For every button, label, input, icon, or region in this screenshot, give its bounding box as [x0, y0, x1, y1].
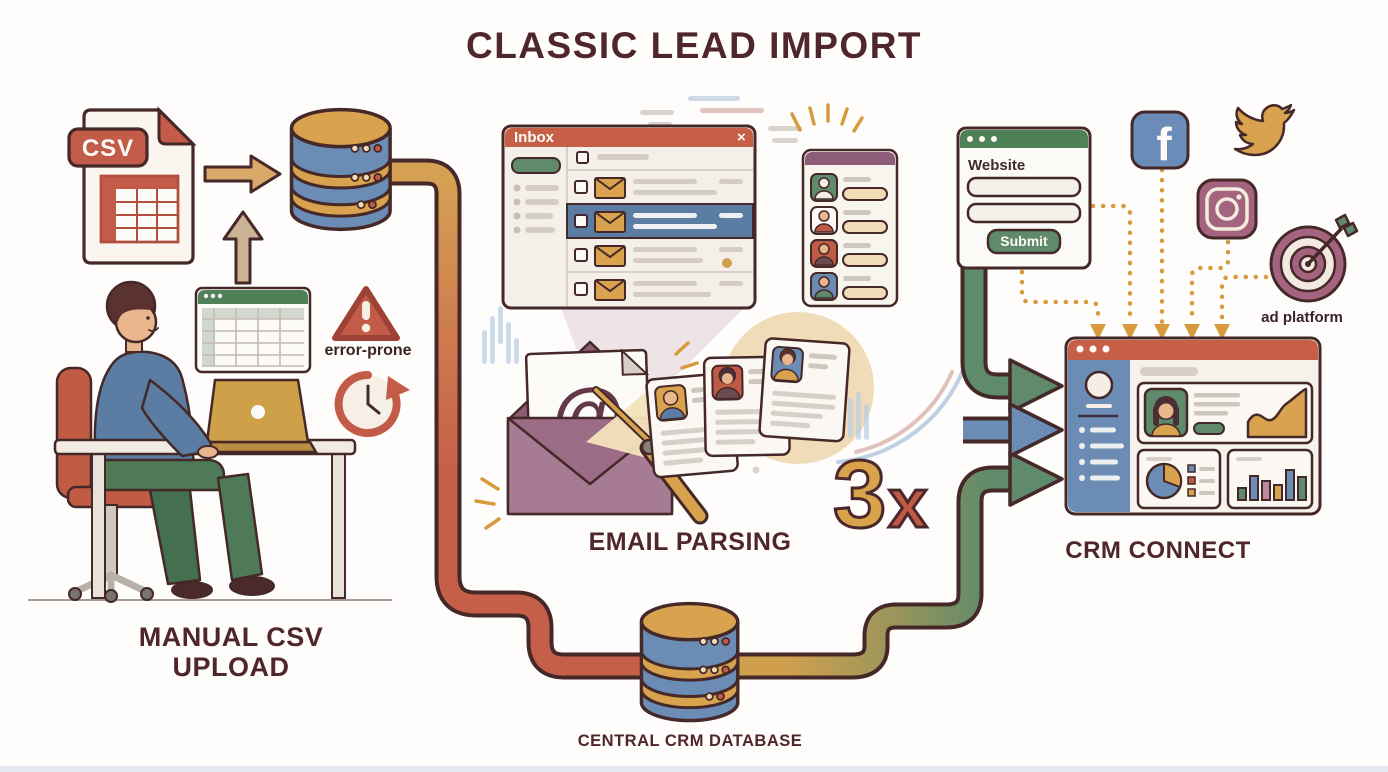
parsed-contact-cards: [645, 337, 851, 479]
pipe-manual-to-central: [390, 158, 642, 680]
form-input[interactable]: [966, 202, 1082, 224]
submit-button[interactable]: Submit: [986, 228, 1062, 255]
inbox-row: [574, 177, 743, 199]
crm-dashboard-window: [1064, 336, 1322, 516]
inbox-row: [574, 279, 743, 301]
arrow-right-icon: [203, 154, 282, 194]
contact-row: [810, 239, 888, 268]
warning-icon: [332, 286, 400, 341]
dashed-source-lines: [1019, 167, 1269, 325]
twitter-icon: [1233, 103, 1296, 157]
multiplier-times: x: [887, 464, 929, 542]
multiplier-number: 3: [831, 441, 887, 548]
arrow-up-icon: [222, 210, 264, 285]
contact-row: [810, 173, 888, 202]
form-input[interactable]: [966, 176, 1082, 198]
submit-button-label: Submit: [1000, 233, 1048, 249]
inbox-sidebar-items: [513, 184, 559, 234]
website-form-window: Website Submit: [956, 126, 1092, 270]
csv-badge-label: CSV: [82, 135, 134, 162]
inbox-row-selected[interactable]: [566, 203, 754, 239]
ad-platform-label: ad platform: [1261, 309, 1343, 326]
clock-history-icon: [334, 370, 410, 437]
crm-connect-label: CRM CONNECT: [1065, 537, 1251, 564]
sparkle-lines: [474, 103, 864, 530]
contact-row: [810, 206, 888, 235]
upload-database-icon: [289, 107, 392, 232]
page-title: CLASSIC LEAD IMPORT: [465, 25, 923, 66]
crm-sidebar-items: [1079, 427, 1124, 481]
inbox-title: Inbox: [514, 129, 555, 146]
inbox-row: [574, 245, 743, 268]
crm-profile-button[interactable]: [1193, 422, 1225, 435]
person-at-desk-illustration: [28, 280, 392, 603]
manual-csv-upload-label: MANUAL CSV UPLOAD: [138, 622, 324, 682]
inbox-close-icon[interactable]: ×: [737, 129, 746, 146]
crm-profile-card: [1136, 381, 1314, 445]
arrow-email-to-crm: [963, 402, 1064, 458]
contact-list-card: [801, 148, 899, 308]
central-database-icon: [639, 601, 740, 723]
csv-file-icon: CSV: [67, 106, 197, 265]
facebook-icon: f: [1130, 110, 1190, 170]
dashed-arrowheads: [1090, 324, 1230, 340]
website-form-title: Website: [968, 157, 1025, 174]
crm-area-chart: [1246, 387, 1308, 439]
pipe-central-to-crm: [736, 451, 1064, 680]
arrow-website-to-crm: [960, 262, 1064, 414]
crm-pie-card: [1136, 448, 1222, 510]
contact-row: [810, 272, 888, 301]
crm-bar-card: [1226, 448, 1314, 510]
facebook-letter: f: [1156, 118, 1172, 170]
ad-platform-target-icon: ad platform: [1261, 213, 1359, 326]
bottom-edge-strip: [0, 766, 1388, 772]
error-prone-label: error-prone: [324, 342, 412, 359]
inbox-window: Inbox ×: [501, 124, 757, 310]
instagram-icon: [1196, 178, 1258, 240]
email-parsing-label: EMAIL PARSING: [588, 528, 792, 556]
spreadsheet-window: [194, 286, 312, 374]
central-crm-database-label: CENTRAL CRM DATABASE: [577, 732, 803, 750]
crm-sidebar-avatar: [1084, 370, 1114, 400]
